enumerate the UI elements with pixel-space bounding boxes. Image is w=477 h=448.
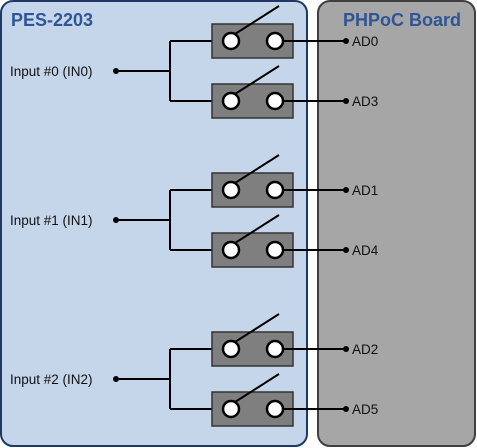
- ad-label: AD4: [352, 243, 379, 258]
- switch-lever: [234, 5, 280, 35]
- ad-label: AD0: [352, 34, 378, 49]
- output-terminal-dot: [343, 38, 349, 44]
- pes-panel-title: PES-2203: [11, 10, 93, 30]
- switch-terminal-left: [221, 240, 241, 260]
- output-terminal-dot: [343, 187, 349, 193]
- switch-terminal-right: [265, 180, 285, 200]
- phpoc-board-panel: [317, 0, 476, 447]
- ad-label: AD2: [352, 342, 378, 357]
- switch-lever: [234, 313, 280, 343]
- input-label-1: Input #1 (IN1): [10, 213, 93, 228]
- switch-lever: [234, 373, 280, 403]
- board-panel-title: PHPoC Board: [343, 10, 461, 30]
- switch-lever: [234, 65, 280, 95]
- switch-terminal-left: [221, 339, 241, 359]
- switch-terminal-right: [265, 399, 285, 419]
- switch-lever: [234, 214, 280, 244]
- switch-terminal-left: [221, 91, 241, 111]
- switch-terminal-right: [265, 240, 285, 260]
- ad-label: AD3: [352, 94, 378, 109]
- output-terminal-dot: [343, 406, 349, 412]
- ad-label: AD1: [352, 183, 378, 198]
- switch-terminal-right: [265, 91, 285, 111]
- input-label-2: Input #2 (IN2): [10, 372, 93, 387]
- output-terminal-dot: [343, 247, 349, 253]
- switch-lever: [234, 154, 280, 184]
- switch-terminal-right: [265, 339, 285, 359]
- switch-terminal-left: [221, 31, 241, 51]
- output-terminal-dot: [343, 98, 349, 104]
- output-terminal-dot: [343, 346, 349, 352]
- switch-terminal-right: [265, 31, 285, 51]
- input-label-0: Input #0 (IN0): [10, 64, 93, 79]
- ad-label: AD5: [352, 402, 378, 417]
- switch-terminal-left: [221, 399, 241, 419]
- switch-terminal-left: [221, 180, 241, 200]
